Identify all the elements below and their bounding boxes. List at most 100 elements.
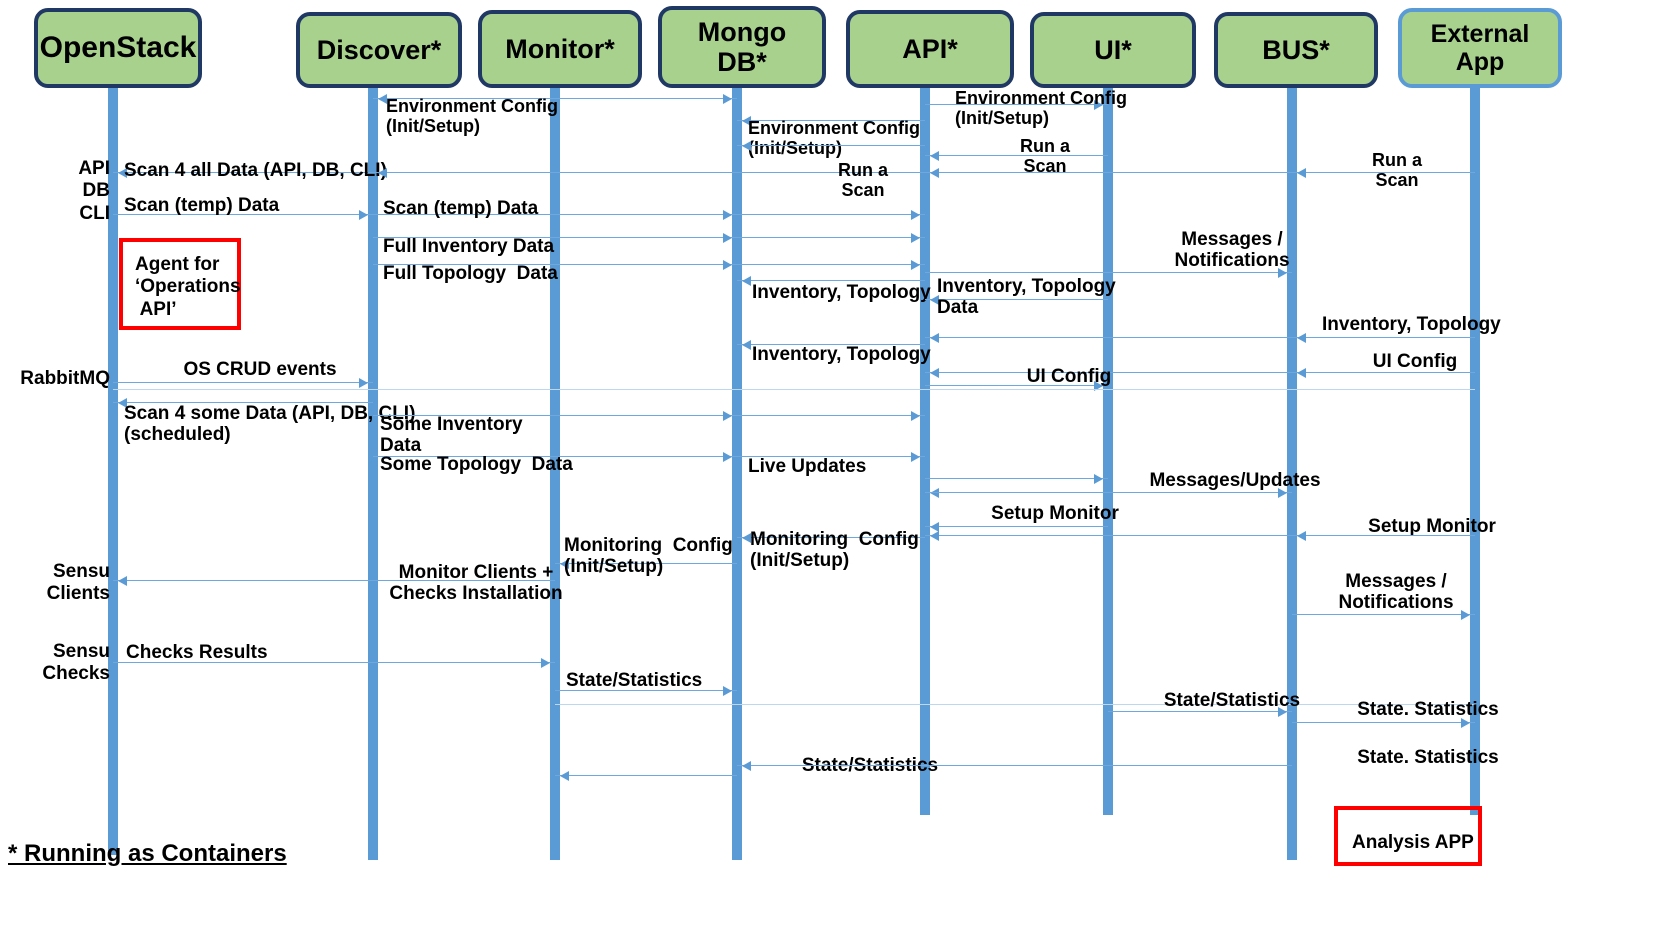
message-label-os-crud-openstack-to-discover: OS CRUD events bbox=[183, 359, 337, 380]
actor-box-bus[interactable]: BUS* bbox=[1214, 12, 1378, 88]
message-line-env-config-api-to-mongodb bbox=[737, 120, 925, 121]
lifeline-mongodb bbox=[732, 85, 742, 860]
arrowhead-checks-results-openstack-to-monitor bbox=[541, 658, 550, 668]
arrowhead-some-inventory-mongodb-to-api bbox=[911, 411, 920, 421]
message-label-inventory-topology-data-ui-to-api: Inventory, Topology Data bbox=[937, 276, 1116, 319]
message-label-state-stats-bus-to-extapp: State. Statistics bbox=[1357, 699, 1499, 720]
arrowhead-state-stats-bus-to-extapp bbox=[1461, 718, 1470, 728]
message-label-setup-monitor-ui-to-api: Setup Monitor bbox=[991, 503, 1119, 524]
message-label-run-a-scan-ui-to-api: Run a Scan bbox=[1019, 136, 1070, 177]
message-line-run-a-scan-extapp-to-bus bbox=[1292, 172, 1475, 173]
message-line-state-stats-api-to-mongodb bbox=[737, 765, 925, 766]
message-line-monitoring-config-api-to-mongodb bbox=[737, 537, 925, 538]
arrowhead-inventory-topology-api-to-mongodb bbox=[742, 276, 751, 286]
callout-text-agent-operations-api: Agent for ‘Operations API’ bbox=[135, 254, 241, 320]
actor-label-api: API* bbox=[902, 33, 958, 64]
arrowhead-full-inventory-discover-to-mongodb bbox=[723, 233, 732, 243]
lifeline-externalapp bbox=[1470, 85, 1480, 815]
lifeline-ui bbox=[1103, 85, 1113, 815]
message-label-messages-notifications-api-to-bus: Messages / Notifications bbox=[1174, 229, 1290, 272]
arrowhead-inventory-topology-bus-to-api bbox=[930, 333, 939, 343]
message-line-inventory-topology-data-ui-to-api bbox=[925, 299, 1108, 300]
message-line-monitoring-config-mongodb-to-monitor bbox=[555, 563, 737, 564]
arrowhead-messages-notifications-api-to-bus bbox=[1278, 268, 1287, 278]
message-label-run-a-scan-api-to-mongodb: Run a Scan bbox=[837, 160, 888, 201]
actor-box-api[interactable]: API* bbox=[846, 10, 1014, 88]
callout-box-analysis-app: Analysis APP bbox=[1334, 806, 1482, 866]
message-label-env-config-api-to-mongodb: Environment Config (Init/Setup) bbox=[748, 118, 920, 159]
actor-label-externalapp: External App bbox=[1430, 20, 1530, 76]
arrowhead-live-updates-api-to-ui bbox=[1094, 474, 1103, 484]
message-line-ui-config-bus-to-api bbox=[925, 372, 1292, 373]
lifeline-bus bbox=[1287, 85, 1297, 860]
actor-box-externalapp[interactable]: External App bbox=[1398, 8, 1562, 88]
message-line-full-topology-discover-to-mongodb bbox=[373, 264, 737, 265]
arrowhead-monitoring-config-api-to-mongodb bbox=[742, 533, 751, 543]
actor-label-mongodb: Mongo DB* bbox=[697, 16, 787, 77]
arrowhead-some-topology-discover-to-mongodb bbox=[723, 452, 732, 462]
arrowhead-ui-config-extapp-to-bus bbox=[1297, 368, 1306, 378]
arrowhead-env-config-api-to-ui bbox=[1094, 100, 1103, 110]
arrowhead-state-stats-mongodb-to-monitor bbox=[560, 771, 569, 781]
message-label-scan-all-data-discover-to-openstack: Scan 4 all Data (API, DB, CLI) bbox=[124, 160, 387, 181]
message-label-messages-notifications-bus-to-extapp: Messages / Notifications bbox=[1338, 571, 1454, 614]
message-label-some-inventory-discover-to-mongodb: Some Inventory Data bbox=[380, 414, 523, 457]
actor-box-monitor[interactable]: Monitor* bbox=[478, 10, 642, 88]
arrowhead-inventory-topology-data-ui-to-api bbox=[930, 295, 939, 305]
message-line-scan-temp-mongodb-to-api bbox=[737, 214, 925, 215]
arrowhead-setup-monitor-extapp-to-bus bbox=[1297, 531, 1306, 541]
footnote-running-as-containers: * Running as Containers bbox=[8, 840, 287, 867]
side-label-api-db-cli: API DB CLI bbox=[78, 158, 110, 224]
arrowhead-env-config-monitor-to-mongodb bbox=[723, 94, 732, 104]
message-line-full-inventory-mongodb-to-api bbox=[737, 237, 925, 238]
message-line-some-topology-mongodb-to-api bbox=[737, 456, 925, 457]
message-line-monitor-clients-monitor-to-openstack bbox=[113, 580, 555, 581]
arrowhead-scan-all-data-discover-to-openstack bbox=[118, 168, 127, 178]
actor-box-discover[interactable]: Discover* bbox=[296, 12, 462, 88]
arrowhead-run-a-scan-bus-to-api bbox=[930, 168, 939, 178]
actor-box-mongodb[interactable]: Mongo DB* bbox=[658, 6, 826, 88]
message-label-env-config-monitor-to-discover: Environment Config (Init/Setup) bbox=[386, 96, 558, 137]
message-line-state-stats-ui-to-bus bbox=[1108, 711, 1292, 712]
arrowhead-run-a-scan-api-to-mongodb bbox=[742, 141, 751, 151]
message-label-env-config-api-to-ui: Environment Config (Init/Setup) bbox=[955, 88, 1127, 129]
callout-text-analysis-app: Analysis APP bbox=[1352, 832, 1474, 853]
message-label-scan-temp-openstack-to-discover: Scan (temp) Data bbox=[124, 195, 280, 216]
arrowhead-state-stats-monitor-to-mongodb bbox=[723, 686, 732, 696]
message-line-checks-results-openstack-to-monitor bbox=[113, 662, 555, 663]
message-line-some-inventory-mongodb-to-api bbox=[737, 415, 925, 416]
lifeline-monitor bbox=[550, 85, 560, 860]
message-line-messages-notifications-api-to-bus bbox=[925, 272, 1292, 273]
arrowhead-messages-notifications-bus-to-extapp bbox=[1461, 610, 1470, 620]
side-label-sensu-clients: Sensu Clients bbox=[46, 561, 110, 605]
side-label-sensu-checks: Sensu Checks bbox=[42, 641, 110, 685]
actor-box-openstack[interactable]: OpenStack bbox=[34, 8, 202, 88]
message-line-ui-config-api-to-ui bbox=[925, 385, 1108, 386]
actor-label-openstack: OpenStack bbox=[39, 31, 197, 65]
arrowhead-env-config-monitor-to-discover bbox=[378, 94, 387, 104]
message-label-ui-config-bus-to-api: UI Config bbox=[1372, 351, 1458, 372]
arrowhead-ui-config-api-to-ui bbox=[1094, 381, 1103, 391]
message-label-state-stats-bus-to-api-pale: State. Statistics bbox=[1357, 747, 1499, 768]
message-line-env-config-monitor-to-discover bbox=[373, 98, 555, 99]
message-label-monitor-clients-monitor-to-openstack: Monitor Clients + Checks Installation bbox=[389, 562, 563, 605]
message-label-full-topology-discover-to-mongodb: Full Topology Data bbox=[383, 263, 558, 284]
message-label-some-topology-discover-to-mongodb: Some Topology Data bbox=[380, 454, 573, 475]
message-line-setup-monitor-ui-to-api bbox=[925, 526, 1108, 527]
message-label-inventory-topology-bus-to-api: Inventory, Topology bbox=[1322, 314, 1501, 335]
message-line-state-stats-mongodb-to-monitor bbox=[555, 775, 737, 776]
message-label-live-updates-api-to-ui: Live Updates bbox=[748, 456, 867, 477]
message-label-setup-monitor-bus-to-api: Setup Monitor bbox=[1368, 516, 1496, 537]
message-line-inventory-topology-api-to-mongodb bbox=[737, 280, 925, 281]
message-line-setup-monitor-extapp-to-bus bbox=[1292, 535, 1475, 536]
message-label-monitoring-config-api-to-mongodb: Monitoring Config (Init/Setup) bbox=[750, 529, 919, 572]
arrowhead-state-stats-api-to-mongodb bbox=[742, 761, 751, 771]
message-label-ui-config-api-to-ui: UI Config bbox=[1026, 366, 1112, 387]
message-line-state-stats-bus-to-extapp bbox=[1292, 722, 1475, 723]
message-line-scan-some-discover-to-openstack bbox=[113, 402, 373, 403]
message-line-messages-notifications-bus-to-extapp bbox=[1292, 614, 1475, 615]
actor-box-ui[interactable]: UI* bbox=[1030, 12, 1196, 88]
actor-label-ui: UI* bbox=[1094, 34, 1132, 65]
message-line-run-a-scan-api-to-mongodb bbox=[737, 145, 925, 146]
arrowhead-some-inventory-discover-to-mongodb bbox=[723, 411, 732, 421]
